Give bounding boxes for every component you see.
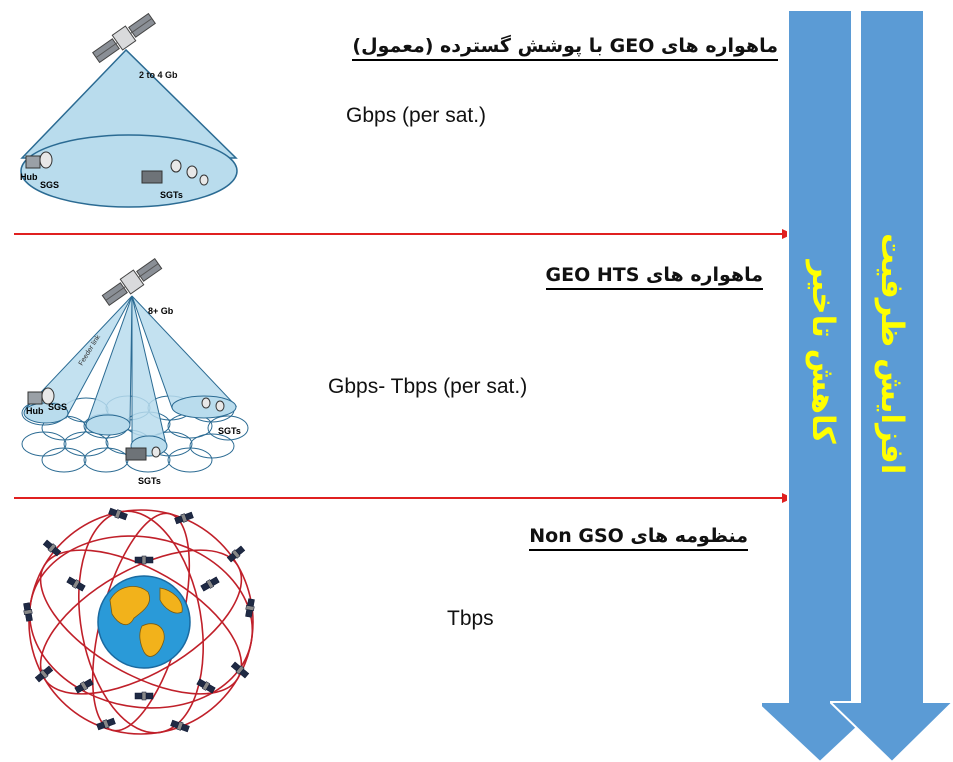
capacity-label: 2 to 4 Gb (139, 70, 178, 80)
section-1-heading: ماهواره های GEO با پوشش گسترده (معمول) (352, 34, 778, 61)
coverage-footprint (20, 134, 238, 208)
sgs-label: SGS (48, 402, 67, 412)
geo-hts-multibeam-figure: 8+ Gb Feeder link Hub SGS SGTs SGTs (21, 258, 249, 486)
latency-arrow (762, 10, 887, 762)
divider-arrow-1 (14, 229, 793, 239)
sgs-label: SGS (40, 180, 59, 190)
capacity-increase-label: افزایش ظرفیت (874, 233, 910, 475)
terminal-icons (141, 159, 209, 186)
sgts-right-label: SGTs (218, 426, 241, 436)
hub-label: Hub (26, 406, 44, 416)
latency-reduction-label: کاهش تاخیر (805, 260, 841, 444)
hub-dish-icon (25, 151, 53, 169)
satellite-icon (101, 258, 163, 306)
capacity-label: 8+ Gb (148, 306, 174, 316)
section-1-rate: Gbps (per sat.) (346, 104, 487, 127)
sgts-bottom-label: SGTs (138, 476, 161, 486)
section-3-heading: منظومه های Non GSO (529, 524, 748, 551)
capacity-arrow (830, 10, 953, 762)
non-gso-constellation-figure (23, 507, 255, 735)
section-2-heading: ماهواره های GEO HTS (545, 263, 763, 290)
section-3-rate: Tbps (447, 607, 494, 630)
terminal-icons (125, 397, 225, 461)
satellite-icon (92, 12, 156, 64)
hub-label: Hub (20, 172, 38, 182)
hub-dish-icon (27, 387, 55, 405)
earth-globe-icon (97, 575, 191, 669)
section-2-rate: Gbps- Tbps (per sat.) (328, 375, 528, 398)
geo-wide-beam-figure: 2 to 4 Gb Hub SGS SGTs (20, 12, 238, 208)
spot-beams (25, 295, 238, 449)
sgts-label: SGTs (160, 190, 183, 200)
orbit-rings (28, 509, 254, 735)
satellite-markers (23, 507, 255, 733)
